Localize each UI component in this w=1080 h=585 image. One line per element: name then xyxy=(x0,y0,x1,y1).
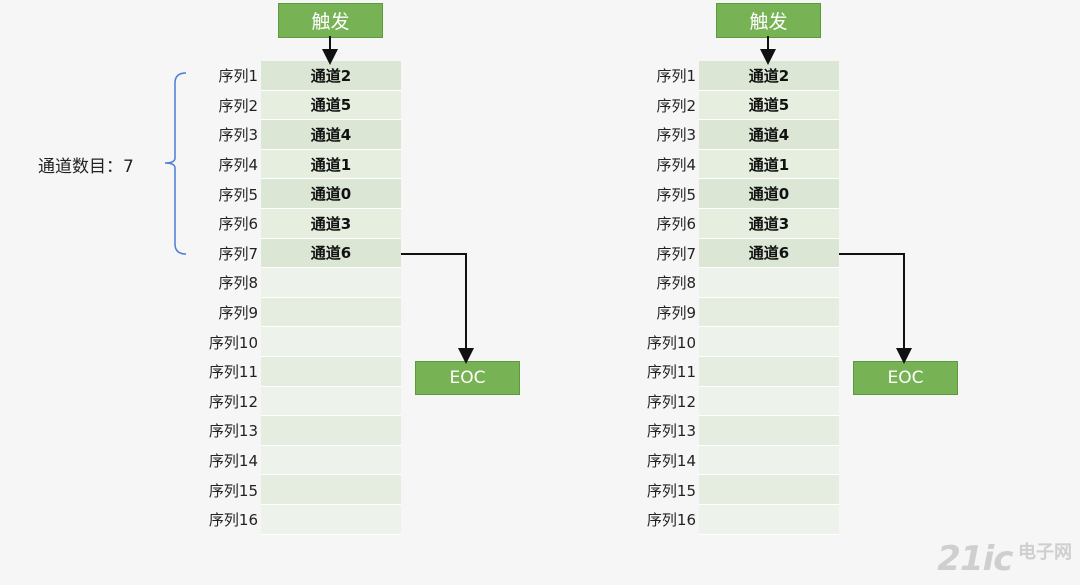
empty-cell xyxy=(699,504,839,535)
sequence-label: 序列5 xyxy=(656,185,696,204)
channel-cell: 通道2 xyxy=(699,61,839,91)
sequence-label: 序列11 xyxy=(646,363,696,382)
watermark-text: 电子网 xyxy=(1018,542,1072,563)
channel-cell: 通道4 xyxy=(261,120,401,150)
sequence-label: 序列12 xyxy=(208,392,258,411)
sequence-label: 序列14 xyxy=(646,452,696,471)
sequence-label: 序列7 xyxy=(656,244,696,263)
sequence-label: 序列16 xyxy=(208,511,258,530)
left-connectors xyxy=(164,36,474,364)
sequence-labels: 序列1 序列2 序列3 序列4 序列5 序列6 序列7 序列8 序列9 序列10 序列11 序列12 序… xyxy=(618,61,696,535)
right-connectors xyxy=(760,36,912,364)
sequence-label: 序列10 xyxy=(646,333,696,352)
sequence-label: 序列6 xyxy=(218,215,258,234)
sequence-label: 序列2 xyxy=(218,96,258,115)
sequence-label: 序列6 xyxy=(656,215,696,234)
sequence-label: 序列13 xyxy=(646,422,696,441)
empty-cell xyxy=(699,327,839,357)
channel-cell: 通道5 xyxy=(699,90,839,121)
empty-cell xyxy=(699,445,839,476)
empty-cell xyxy=(261,356,401,387)
empty-cell xyxy=(699,356,839,387)
sequence-label: 序列3 xyxy=(656,126,696,145)
channel-cell: 通道3 xyxy=(261,208,401,239)
sequence-label: 序列5 xyxy=(218,185,258,204)
eoc-arrow xyxy=(401,253,474,364)
channel-cell: 通道6 xyxy=(699,238,839,269)
empty-cell xyxy=(261,504,401,535)
sequence-label: 序列1 xyxy=(656,67,696,86)
sequence-labels: 序列1 序列2 序列3 序列4 序列5 序列6 序列7 序列8 序列9 序列10 序列11 序列12 序… xyxy=(180,61,258,535)
watermark: 21ic 电子网 xyxy=(937,538,1072,579)
empty-cell xyxy=(699,475,839,505)
empty-cell xyxy=(699,386,839,417)
empty-cell xyxy=(261,327,401,357)
channel-cell: 通道4 xyxy=(699,120,839,150)
empty-cell xyxy=(261,386,401,417)
empty-cell xyxy=(261,268,401,298)
sequence-label: 序列12 xyxy=(646,392,696,411)
empty-cell xyxy=(261,445,401,476)
channel-cell: 通道0 xyxy=(699,179,839,209)
sequence-label: 序列16 xyxy=(646,511,696,530)
sequence-label: 序列8 xyxy=(656,274,696,293)
channel-cell: 通道1 xyxy=(699,149,839,180)
empty-cell xyxy=(699,416,839,446)
sequence-label: 序列15 xyxy=(208,481,258,500)
empty-cell xyxy=(261,475,401,505)
channel-cell: 通道0 xyxy=(261,179,401,209)
sequence-label: 序列7 xyxy=(218,244,258,263)
bracket xyxy=(164,72,187,255)
eoc-box: EOC xyxy=(853,361,958,395)
sequence-label: 序列3 xyxy=(218,126,258,145)
channel-count-label: 通道数目：7 xyxy=(38,157,134,177)
channel-cell: 通道5 xyxy=(261,90,401,121)
empty-cell xyxy=(261,416,401,446)
empty-cell xyxy=(261,297,401,328)
sequence-label: 序列9 xyxy=(218,304,258,323)
channel-cell: 通道3 xyxy=(699,208,839,239)
sequence-label: 序列2 xyxy=(656,96,696,115)
sequence-label: 序列8 xyxy=(218,274,258,293)
eoc-box: EOC xyxy=(415,361,520,395)
sequence-label: 序列4 xyxy=(218,156,258,175)
sequence-label: 序列14 xyxy=(208,452,258,471)
channel-cell: 通道2 xyxy=(261,61,401,91)
sequence-label: 序列15 xyxy=(646,481,696,500)
sequence-label: 序列10 xyxy=(208,333,258,352)
empty-cell xyxy=(699,297,839,328)
sequence-label: 序列4 xyxy=(656,156,696,175)
sequence-label: 序列13 xyxy=(208,422,258,441)
watermark-number: 21ic xyxy=(937,539,1013,579)
sequence-label: 序列1 xyxy=(218,67,258,86)
channel-cell: 通道1 xyxy=(261,149,401,180)
sequence-label: 序列9 xyxy=(656,304,696,323)
eoc-arrow xyxy=(839,253,912,364)
sequence-label: 序列11 xyxy=(208,363,258,382)
channel-cell: 通道6 xyxy=(261,238,401,269)
empty-cell xyxy=(699,268,839,298)
trigger-box: 触发 xyxy=(278,3,383,38)
